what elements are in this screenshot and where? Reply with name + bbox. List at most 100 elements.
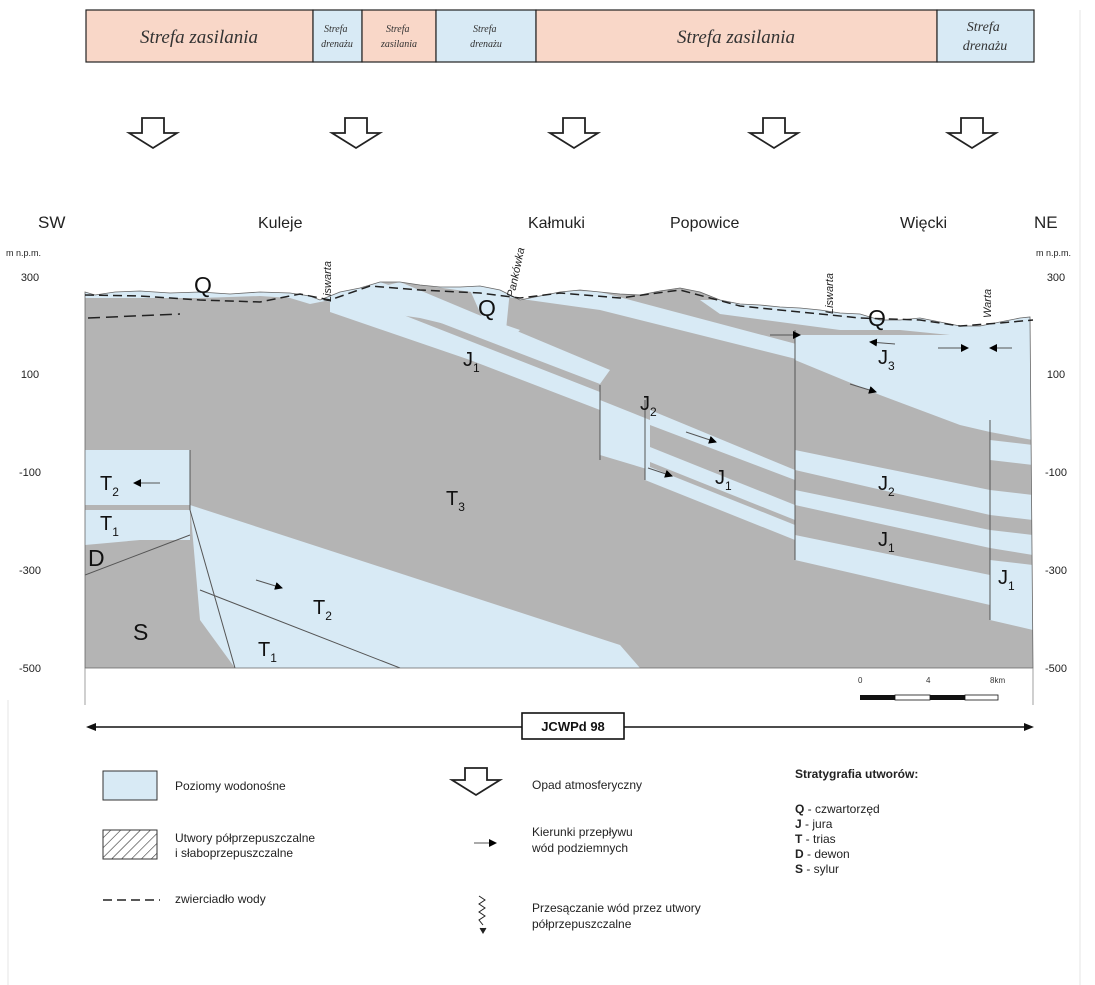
unit-main: T bbox=[446, 488, 458, 510]
unit-label: Q bbox=[478, 295, 496, 321]
legend-label: Przesączanie wód przez utwory bbox=[532, 901, 701, 915]
zone-label-drainage-small: Strefa drenażu bbox=[321, 24, 353, 50]
unit-main: J bbox=[998, 567, 1008, 589]
unit-sub: 1 bbox=[725, 479, 732, 493]
precipitation-arrow-icon bbox=[328, 117, 384, 150]
unit-sub: 3 bbox=[458, 500, 465, 514]
aquifer-layer bbox=[470, 290, 510, 340]
unit-label: T2 bbox=[313, 597, 332, 623]
river-label: Liswarta bbox=[322, 261, 334, 302]
seepage-legend-icon bbox=[478, 895, 486, 926]
strat-desc: - czwartorzęd bbox=[804, 802, 879, 816]
aquifer-layer bbox=[795, 335, 1033, 440]
unit-label: J1 bbox=[715, 467, 732, 493]
flow-arrow-icon bbox=[869, 338, 896, 347]
aquifer-layer bbox=[990, 560, 1033, 630]
unit-main: T bbox=[313, 597, 325, 619]
zone-label-line: zasilania bbox=[380, 39, 417, 50]
elevation-tick: -300 bbox=[19, 565, 41, 577]
stratigraphy-item: D - dewon bbox=[795, 847, 850, 861]
unit-main: J bbox=[878, 347, 888, 369]
unit-main: Q bbox=[478, 295, 496, 321]
legend-label: Utwory półprzepuszczalne bbox=[175, 831, 315, 845]
unit-label: D bbox=[88, 545, 105, 571]
legend-label: Kierunki przepływu bbox=[532, 825, 633, 839]
seepage-arrowhead-icon bbox=[479, 927, 487, 934]
zone-box bbox=[361, 9, 437, 63]
stratigraphy-item: J - jura bbox=[795, 817, 833, 831]
flow-arrow-icon bbox=[255, 579, 283, 590]
unit-label: Q bbox=[194, 272, 212, 298]
strat-code: T bbox=[795, 832, 803, 846]
legend-label: zwierciadło wody bbox=[175, 892, 266, 906]
aquifer-layer bbox=[400, 282, 800, 360]
aquifer-layer bbox=[795, 450, 1033, 520]
aquifer-layer bbox=[190, 505, 640, 668]
water-table-line bbox=[87, 313, 181, 319]
unit-extent: JCWPd 98 bbox=[86, 712, 1034, 740]
unit-main: Q bbox=[194, 272, 212, 298]
scale-segment bbox=[964, 694, 999, 701]
ne-label: NE bbox=[1034, 213, 1058, 232]
stratigraphy-item: T - trias bbox=[795, 832, 836, 846]
unit-label: T1 bbox=[258, 639, 277, 665]
unit-main: D bbox=[88, 545, 105, 571]
flow-arrow-icon bbox=[647, 467, 673, 478]
elevation-tick: 300 bbox=[21, 272, 39, 284]
unit-label: J1 bbox=[463, 349, 480, 375]
strat-desc: - dewon bbox=[804, 847, 850, 861]
unit-name: JCWPd 98 bbox=[541, 719, 605, 734]
strat-code: S bbox=[795, 862, 803, 876]
unit-main: J bbox=[715, 467, 725, 489]
strat-desc: - sylur bbox=[803, 862, 839, 876]
unit-main: T bbox=[100, 473, 112, 495]
elevation-axis-right: 300 100 -100 -300 -500 bbox=[1045, 272, 1067, 675]
legend-label: Poziomy wodonośne bbox=[175, 779, 286, 793]
scale-segment bbox=[860, 695, 895, 700]
aquifer-layer bbox=[600, 400, 650, 470]
legend: Poziomy wodonośne Utwory półprzepuszczal… bbox=[102, 767, 918, 934]
stratigraphy-item: Q - czwartorzęd bbox=[795, 802, 880, 816]
unit-sub: 3 bbox=[888, 359, 895, 373]
section-outline bbox=[84, 281, 1034, 669]
unit-label: J3 bbox=[878, 347, 895, 373]
unit-label: T1 bbox=[100, 513, 119, 539]
scale-bar: 0 4 8km bbox=[858, 676, 1005, 701]
elevation-tick: 100 bbox=[21, 369, 39, 381]
scale-segment bbox=[894, 694, 931, 701]
unit-label: T3 bbox=[446, 488, 465, 514]
strat-desc: - jura bbox=[802, 817, 833, 831]
precipitation-arrows bbox=[125, 117, 1000, 150]
zone-label-supply-small: Strefa zasilania bbox=[380, 24, 417, 50]
unit-label: J1 bbox=[998, 567, 1015, 593]
unit-sub: 2 bbox=[112, 485, 119, 499]
scale-tick: 8km bbox=[990, 676, 1005, 685]
flow-arrow-icon bbox=[849, 383, 877, 394]
unit-sub: 1 bbox=[270, 651, 277, 665]
elevation-tick: -100 bbox=[1045, 467, 1067, 479]
unit-main: J bbox=[878, 529, 888, 551]
geological-section bbox=[85, 282, 1033, 668]
zone-label-supply: Strefa zasilania bbox=[677, 27, 795, 48]
river-label: Pankówka bbox=[505, 246, 527, 298]
unit-sub: 2 bbox=[650, 405, 657, 419]
strat-code: J bbox=[795, 817, 802, 831]
aquifer-layer bbox=[795, 490, 1033, 555]
unit-sub: 2 bbox=[888, 485, 895, 499]
unit-label: S bbox=[133, 619, 148, 645]
place-label: Kałmuki bbox=[528, 215, 585, 232]
legend-label: wód podziemnych bbox=[531, 841, 628, 855]
aquifer-layer bbox=[85, 450, 190, 505]
unit-main: T bbox=[258, 639, 270, 661]
unit-label: Q bbox=[868, 305, 886, 331]
extent-arrow-left-icon bbox=[86, 723, 96, 731]
river-label: Liswarta bbox=[824, 273, 836, 314]
elevation-tick: -500 bbox=[1045, 663, 1067, 675]
unit-sub: 1 bbox=[473, 361, 480, 375]
aquifer-layer bbox=[85, 510, 190, 545]
strat-desc: - trias bbox=[802, 832, 835, 846]
boundary-line bbox=[199, 589, 401, 668]
unit-name-box bbox=[521, 712, 625, 740]
place-label: Więcki bbox=[900, 215, 947, 232]
